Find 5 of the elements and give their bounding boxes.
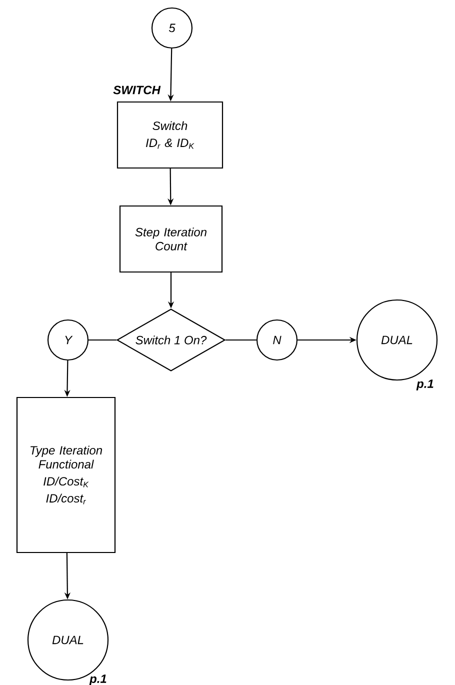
- process-box: Type Iteration Functional ID/Cost$_{K}$ ID/cost$_{r}$: [16, 396, 116, 554]
- side-label: p.1: [416, 380, 434, 390]
- side-label: SWITCH: [113, 86, 161, 94]
- process-box: Step Iteration Count: [119, 205, 223, 273]
- process-box: Switch ID$_{r}$ & ID$_{K}$: [116, 101, 224, 169]
